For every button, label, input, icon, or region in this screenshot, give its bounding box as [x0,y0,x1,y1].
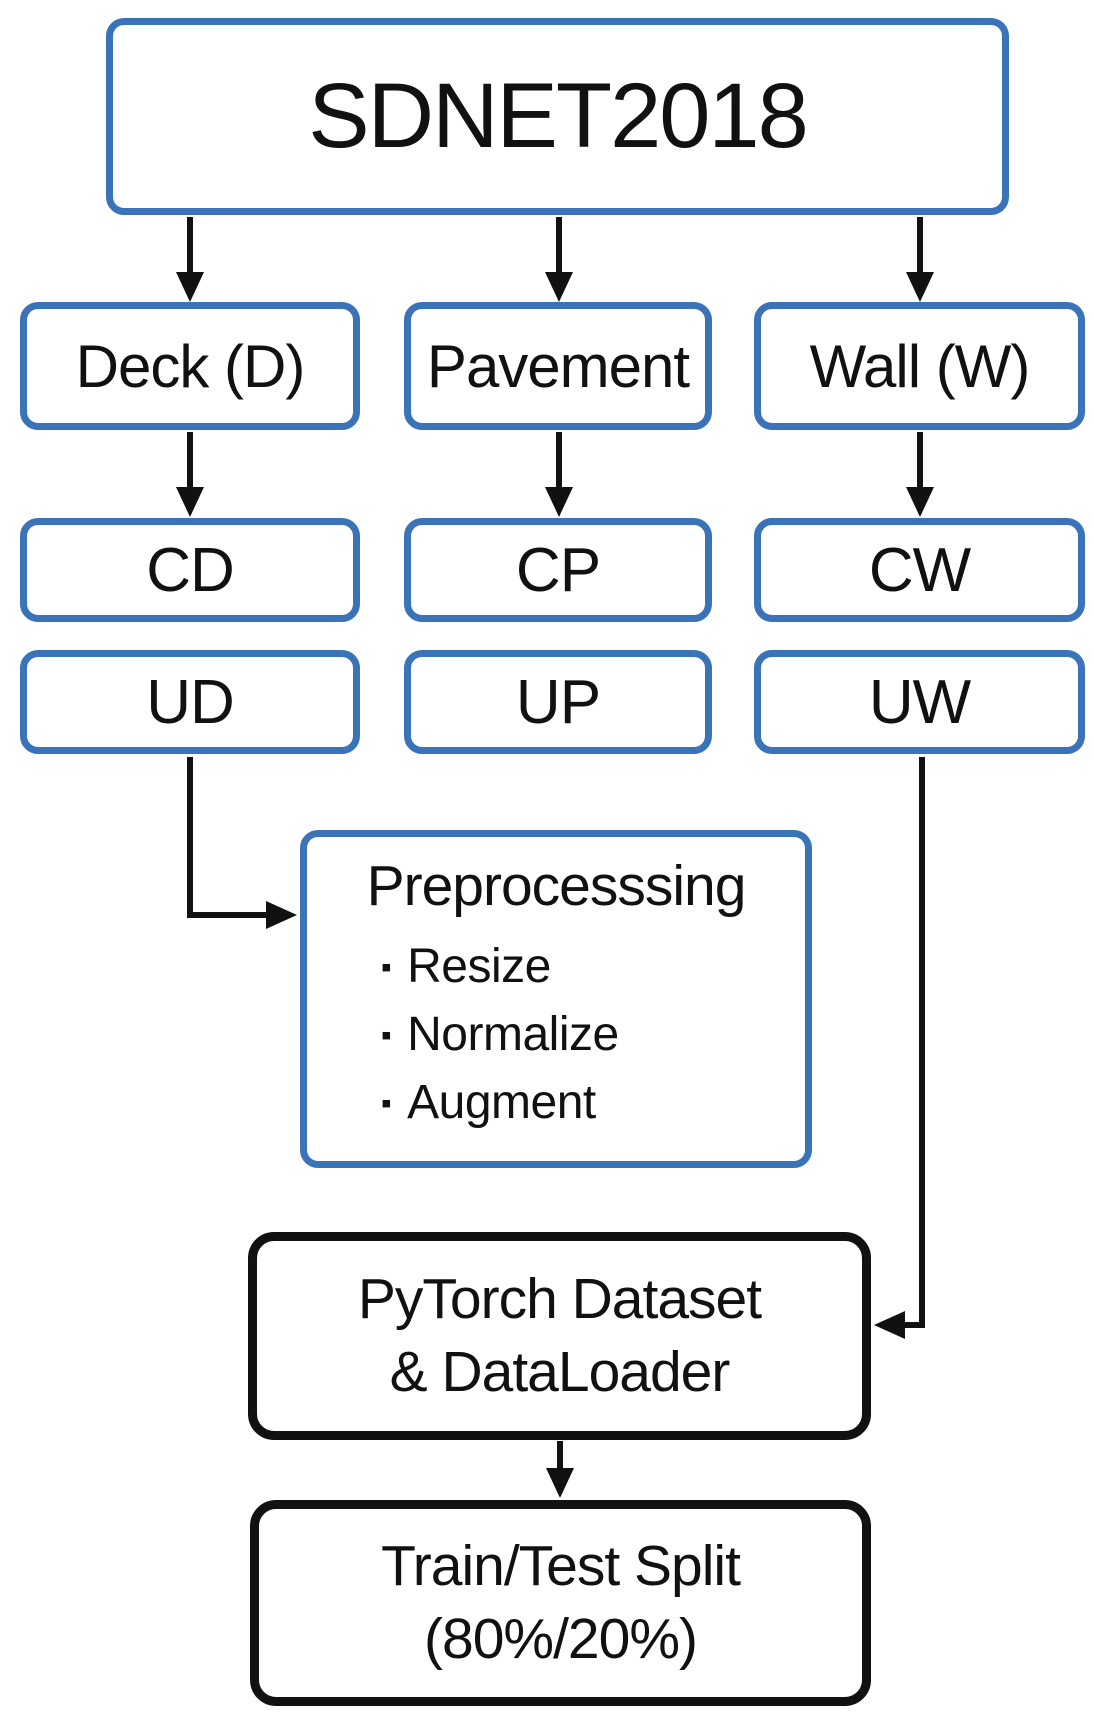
node-pytorch-dataset: PyTorch Dataset & DataLoader [248,1232,871,1440]
node-pavement-label: Pavement [426,332,690,400]
node-train-test-split-line2: (80%/20%) [424,1607,698,1671]
node-cd-label: CD [146,535,235,605]
list-item: ▪ Resize [381,933,805,1001]
node-up-label: UP [515,667,601,737]
arrow-sdnet-to-pavement [545,217,573,302]
node-wall: Wall (W) [754,302,1085,430]
list-item-label: Resize [407,940,551,993]
node-cw-label: CW [868,535,971,605]
node-cw: CW [754,518,1085,622]
list-item-label: Augment [407,1076,596,1130]
node-preprocessing-title: Preprocesssing [366,854,747,918]
arrow-wall-to-cw [906,432,934,517]
arrow-deck-to-cd [176,432,204,517]
node-sdnet2018-label: SDNET2018 [308,65,808,167]
list-item: ▪ Augment [381,1069,805,1137]
node-train-test-split: Train/Test Split (80%/20%) [250,1500,871,1706]
arrow-uw-to-dataset [874,757,925,1339]
node-train-test-split-line1: Train/Test Split [381,1534,741,1599]
node-deck: Deck (D) [20,302,360,430]
node-uw: UW [754,650,1085,754]
arrow-pavement-to-cp [545,432,573,517]
bullet-square-icon: ▪ [381,950,392,984]
node-pytorch-dataset-line2: & DataLoader [389,1340,731,1404]
node-pytorch-dataset-line1: PyTorch Dataset [357,1267,762,1332]
bullet-square-icon: ▪ [381,1018,392,1052]
arrow-sdnet-to-wall [906,217,934,302]
bullet-square-icon: ▪ [381,1087,392,1121]
node-cp-label: CP [515,535,601,605]
node-cd: CD [20,518,360,622]
list-item: ▪ Normalize [381,1001,805,1069]
node-deck-label: Deck (D) [75,332,306,400]
arrow-ud-to-preprocessing [187,757,297,929]
node-wall-label: Wall (W) [809,332,1031,400]
node-up: UP [404,650,712,754]
node-cp: CP [404,518,712,622]
node-ud-label: UD [146,667,235,737]
node-uw-label: UW [868,667,971,737]
list-item-label: Normalize [407,1008,619,1062]
node-ud: UD [20,650,360,754]
node-preprocessing: Preprocesssing ▪ Resize ▪ Normalize ▪ Au… [300,830,812,1168]
preprocessing-list: ▪ Resize ▪ Normalize ▪ Augment [307,933,805,1137]
arrow-sdnet-to-deck [176,217,204,302]
node-pavement: Pavement [404,302,712,430]
arrow-dataset-to-split [546,1441,574,1498]
node-sdnet2018: SDNET2018 [106,18,1009,215]
